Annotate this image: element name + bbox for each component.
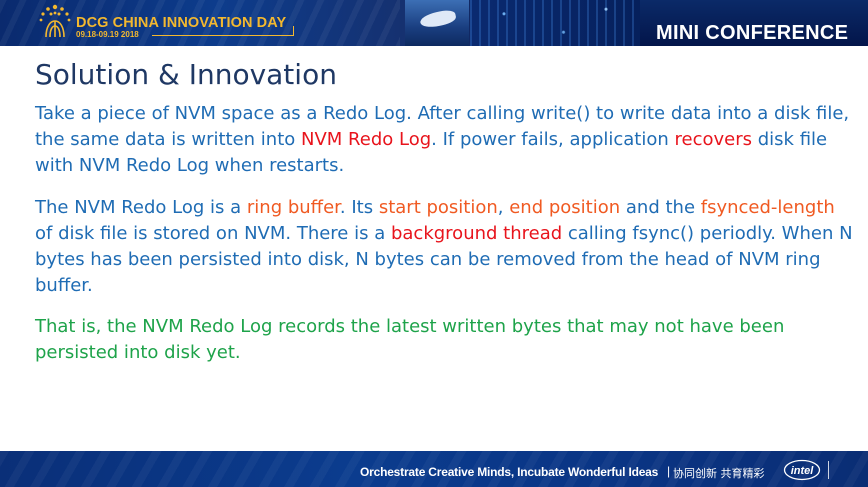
highlight-recovers: recovers [674, 129, 753, 150]
paragraph-ring-buffer: The NVM Redo Log is a ring buffer. Its s… [35, 195, 855, 299]
footer-tagline-cn: 协同创新 共育精彩 [673, 467, 765, 480]
slide-title: Solution & Innovation [35, 58, 337, 91]
highlight-fsynced-length: fsynced-length [700, 197, 835, 218]
paragraph-text: . If power fails, application [431, 129, 675, 150]
footer-rays [0, 451, 868, 487]
footer-separator: | [667, 464, 671, 478]
event-title: DCG CHINA INNOVATION DAY [76, 15, 287, 31]
paragraph-text: disk file with NVM Redo Log when restart… [35, 129, 828, 176]
banner-circuit-graphic [470, 0, 640, 46]
footer-tagline: Orchestrate Creative Minds, Incubate Won… [360, 465, 659, 479]
mini-conference-label: MINI CONFERENCE [656, 22, 849, 44]
highlight-nvm-redo-log: NVM Redo Log [301, 129, 432, 150]
header-banner: DCG CHINA INNOVATION DAY 09.18-09.19 201… [0, 0, 868, 46]
highlight-end-position: end position [509, 197, 621, 218]
intel-logo-text: intel [791, 465, 815, 477]
event-date: 09.18-09.19 2018 [76, 30, 139, 39]
mini-conference-box [640, 0, 868, 46]
highlight-start-position: start position [378, 197, 498, 218]
paragraph-text: . Its [339, 197, 379, 218]
paragraph-text: Take a piece of NVM space as a Redo Log.… [35, 103, 850, 150]
sunburst-dots-icon [39, 4, 71, 38]
paragraph-redo-log: Take a piece of NVM space as a Redo Log.… [35, 101, 855, 179]
paragraph-text: The NVM Redo Log is a [35, 197, 247, 218]
paragraph-text: , [497, 197, 510, 218]
footer-divider [828, 461, 829, 479]
highlight-ring-buffer: ring buffer [246, 197, 340, 218]
paragraph-text: calling fsync() periodly. When N bytes h… [35, 223, 853, 296]
intel-logo-icon: intel [783, 459, 821, 481]
paragraph-text: of disk file is stored on NVM. There is … [35, 223, 391, 244]
footer-banner: Orchestrate Creative Minds, Incubate Won… [0, 451, 868, 487]
highlight-background-thread: background thread [390, 223, 563, 244]
logo-underline-tick [293, 26, 294, 36]
banner-rays [0, 0, 400, 46]
logo-underline [152, 35, 294, 36]
paragraph-text: and the [620, 197, 701, 218]
paragraph-summary: That is, the NVM Redo Log records the la… [35, 316, 785, 363]
